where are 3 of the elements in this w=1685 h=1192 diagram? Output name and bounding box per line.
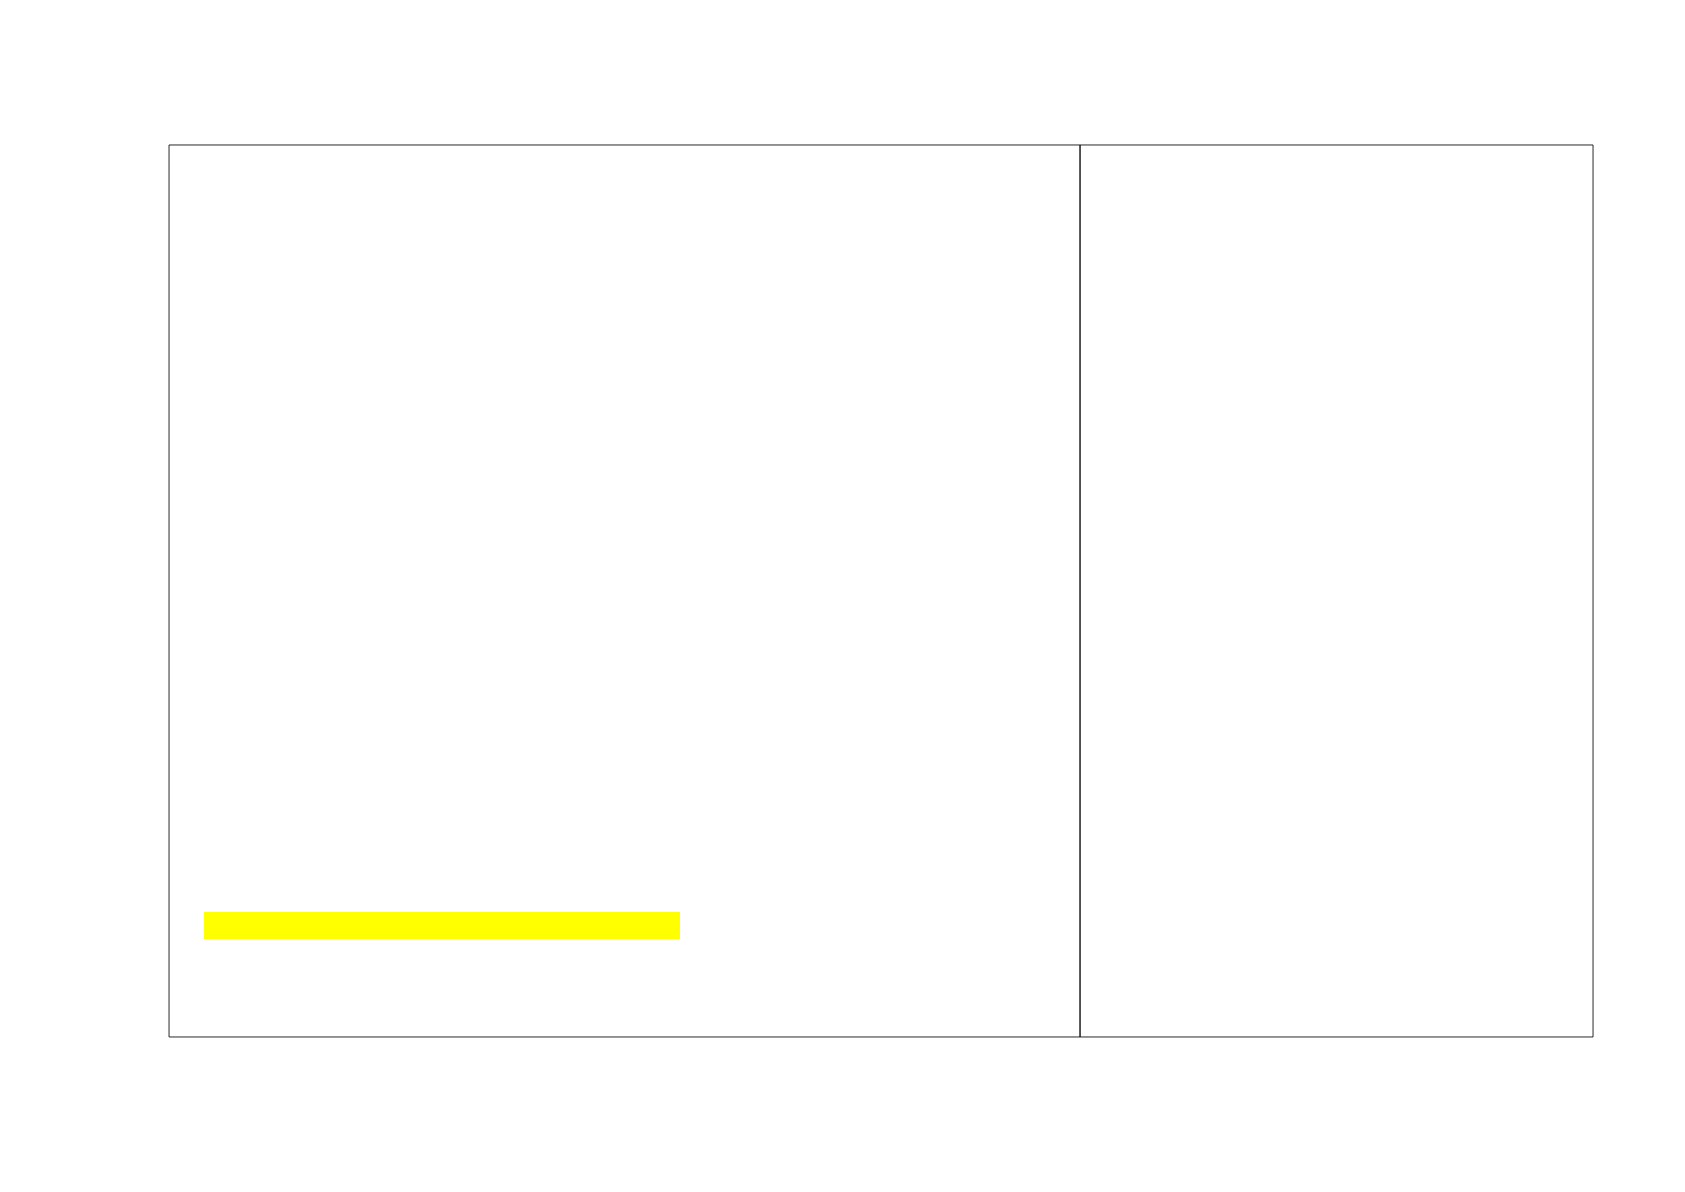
panel-box [1079, 144, 1594, 1038]
highlight-bar [204, 911, 680, 939]
panel-box [168, 144, 1081, 1038]
